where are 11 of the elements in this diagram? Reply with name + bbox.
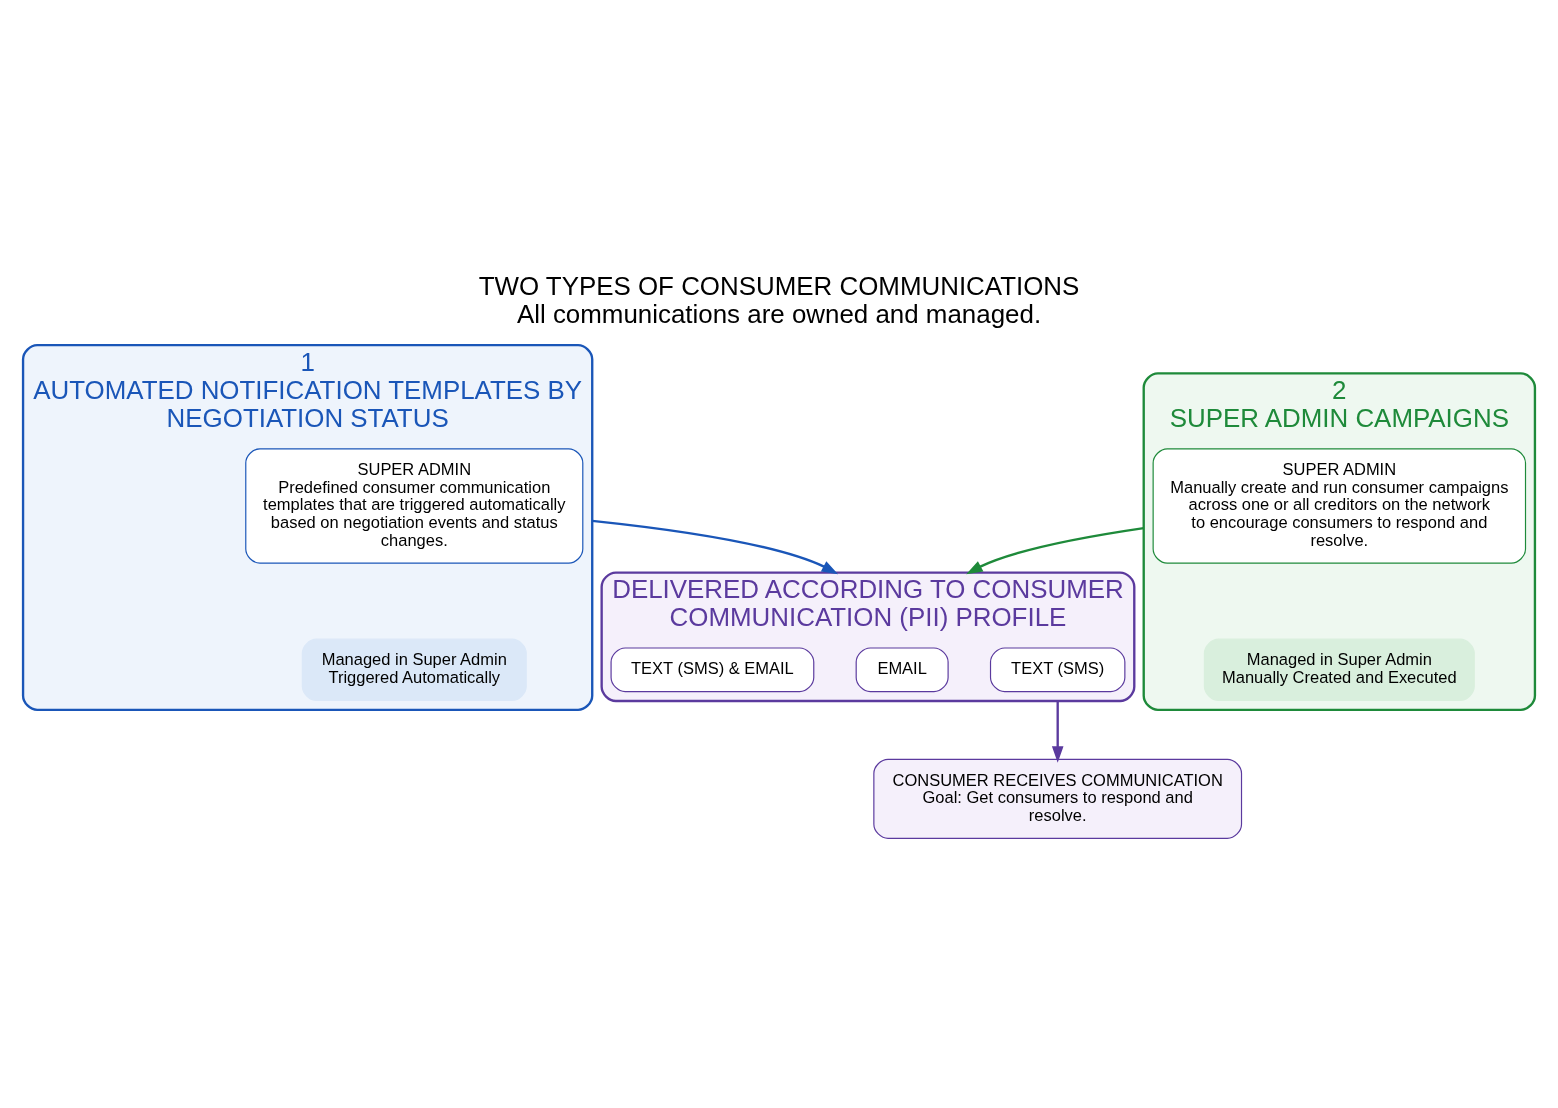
node-box: TEXT (SMS) & EMAIL — [610, 647, 815, 693]
node-box: SUPER ADMIN Predefined consumer communication templates that are triggered automatically based on negotiation events and status changes. — [245, 448, 584, 564]
node-box: TEXT (SMS) — [989, 647, 1126, 693]
diagram-title: TWO TYPES OF CONSUMER COMMUNICATIONS — [478, 272, 1080, 301]
caption: All communications are owned and managed. — [516, 300, 1042, 329]
arrow — [592, 519, 839, 575]
arrow — [966, 526, 1144, 575]
node-box: CONSUMER RECEIVES COMMUNICATION Goal: Get consumers to respond and resolve. — [873, 758, 1243, 839]
node-box: EMAIL — [855, 647, 949, 693]
arrow — [1051, 701, 1064, 763]
node-box: SUPER ADMIN Manually create and run consumer campaigns across one or all creditors on the network to encourage consumers to respond and resolve. — [1152, 448, 1527, 564]
